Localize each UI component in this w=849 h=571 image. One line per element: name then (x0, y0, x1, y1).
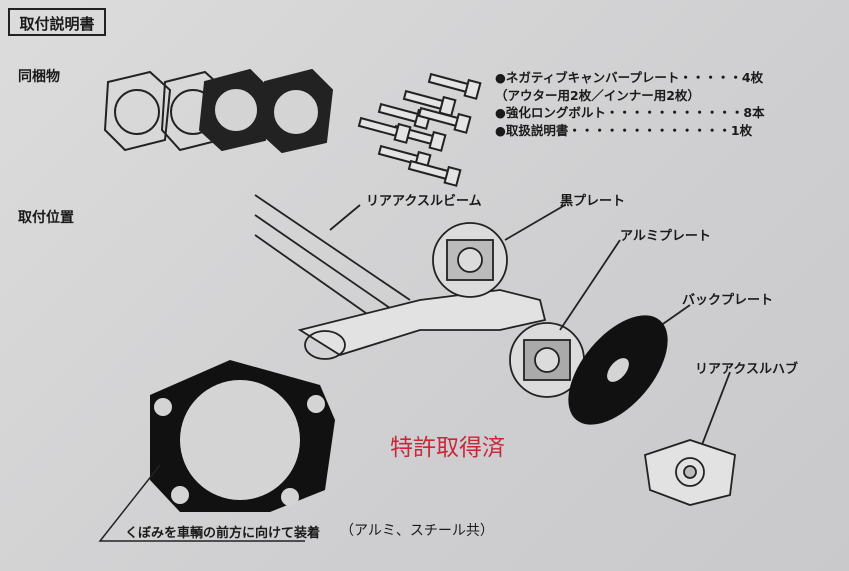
back-plate-illustration (568, 315, 668, 425)
axle-beam-illustration (254, 194, 731, 451)
plate-illustrations (103, 68, 334, 154)
parts-item: ●強化ロングボルト・・・・・・・・・・・8本 (495, 105, 765, 120)
callout-back-plate: バックプレート (682, 293, 774, 308)
callout-black-plate: 黒プレート (560, 194, 626, 209)
parts-list: ●ネガティブキャンバープレート・・・・・4枚 （アウター用2枚／インナー用2枚）… (495, 69, 765, 139)
install-note: くぼみを車輌の前方に向けて装着 (125, 526, 321, 541)
parts-item: ●ネガティブキャンバープレート・・・・・4枚 (495, 70, 764, 85)
section-position: 取付位置 (18, 210, 74, 226)
bolt-illustrations (357, 72, 482, 187)
note-leader-line (98, 464, 305, 542)
install-note-suffix: （アルミ、スチール共） (340, 523, 494, 539)
callout-axle-beam: リアアクスルビーム (366, 194, 482, 209)
callout-alu-plate: アルミプレート (620, 229, 711, 244)
section-contents: 同梱物 (18, 69, 60, 85)
patent-label: 特許取得済 (390, 435, 505, 461)
callout-axle-hub: リアアクスルハブ (695, 362, 798, 377)
gasket-illustration (150, 360, 335, 512)
hub-illustration (644, 439, 736, 506)
parts-item: ●取扱説明書・・・・・・・・・・・・・1枚 (495, 122, 753, 138)
document-title: 取付説明書 (8, 8, 106, 36)
parts-item: （アウター用2枚／インナー用2枚） (495, 87, 700, 103)
